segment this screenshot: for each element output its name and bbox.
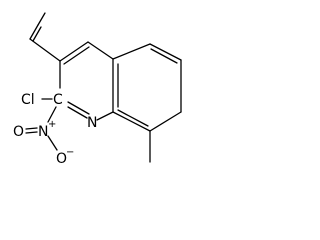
bond-n-c2-b bbox=[67, 101, 90, 115]
bond-c3-c4-a bbox=[59, 41, 89, 62]
chlorine-label: Cl bbox=[21, 92, 35, 108]
bond-c4-c4a bbox=[87, 41, 114, 60]
bond-nitro-oxygen-single bbox=[47, 135, 58, 151]
bond-vinyl-terminal bbox=[37, 12, 46, 26]
bond-c8-c8a-b bbox=[117, 109, 149, 127]
bond-nitro-oxygen-double-b bbox=[25, 127, 38, 130]
bond-c3-c4-b bbox=[63, 46, 90, 65]
molecule-diagram: Cl C N N + O O − bbox=[0, 0, 203, 179]
bond-c5-c6-b bbox=[150, 48, 178, 64]
carbon-label: C bbox=[53, 92, 63, 108]
oxygen-charge-label: − bbox=[66, 147, 74, 158]
bond-carbon-nitro bbox=[47, 106, 57, 123]
bond-vinyl-double-b bbox=[32, 26, 42, 42]
bond-vinyl-double-a bbox=[29, 24, 39, 40]
bond-c8a-n bbox=[96, 111, 114, 121]
bond-c7-c8 bbox=[149, 111, 182, 132]
nitro-nitrogen-label: N bbox=[38, 124, 48, 140]
bond-c8-c8a-a bbox=[112, 111, 151, 132]
bond-c5-c6-a bbox=[149, 43, 182, 61]
oxygen-single-label: O bbox=[56, 151, 67, 167]
nitro-charge-label: + bbox=[48, 119, 56, 130]
bond-n-c2-a bbox=[67, 106, 88, 119]
bond-nitro-oxygen-double-a bbox=[25, 131, 38, 134]
molecule-svg: Cl C N N + O O − bbox=[13, 12, 182, 167]
bond-c4a-c5 bbox=[112, 43, 151, 60]
oxygen-double-label: O bbox=[13, 124, 24, 140]
bond-vinyl-to-ring bbox=[29, 38, 61, 62]
ring-nitrogen-label: N bbox=[87, 115, 97, 131]
